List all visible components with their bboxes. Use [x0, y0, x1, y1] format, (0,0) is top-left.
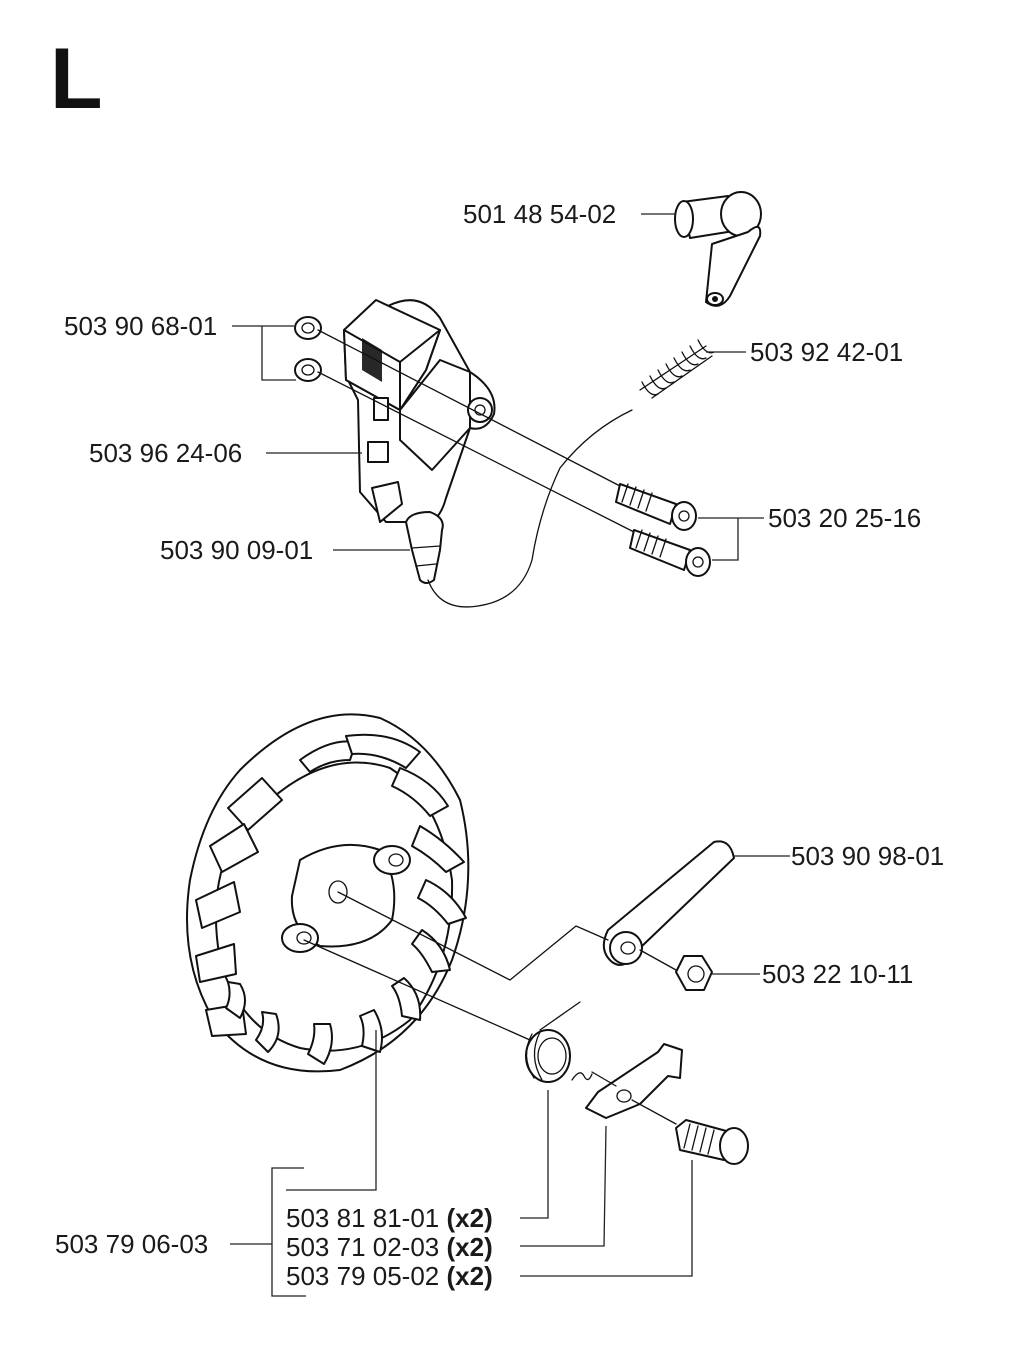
- label-module-screw: 503 20 25-16: [768, 503, 921, 533]
- label-stop-switch: 501 48 54-02: [463, 199, 616, 229]
- label-spark-plug-boot: 503 90 09-01: [160, 535, 313, 565]
- washer-drawing: [294, 316, 322, 382]
- qty-pawl: (x2): [446, 1232, 492, 1262]
- leader-lines-upper: [232, 213, 764, 561]
- pawl-spring-drawing: [525, 1001, 593, 1083]
- flywheel-drawing: [186, 713, 470, 1073]
- ignition-lead-wire: [427, 409, 633, 608]
- section-letter: L: [50, 31, 103, 127]
- label-pawl: 503 71 02-03 (x2): [286, 1232, 493, 1262]
- stop-switch-drawing: [674, 191, 762, 307]
- qty-pawl-spring: (x2): [446, 1203, 492, 1233]
- label-flywheel-clip: 503 90 98-01: [791, 841, 944, 871]
- label-flywheel: 503 79 06-03: [55, 1229, 208, 1259]
- label-washer: 503 90 68-01: [64, 311, 217, 341]
- nut-drawing: [675, 955, 713, 991]
- label-nut: 503 22 10-11: [762, 959, 913, 989]
- label-pawl-spring: 503 81 81-01 (x2): [286, 1203, 493, 1233]
- pawl-drawing: [585, 1043, 683, 1119]
- pawl-bolt-drawing: [675, 1119, 749, 1165]
- qty-pawl-bolt: (x2): [446, 1261, 492, 1291]
- flywheel-clip-drawing: [602, 840, 735, 966]
- label-pawl-bolt: 503 79 05-02 (x2): [286, 1261, 493, 1291]
- ignition-module-drawing: [343, 299, 496, 584]
- leader-lines-lower: [230, 855, 790, 1297]
- label-spring: 503 92 42-01: [750, 337, 903, 367]
- spring-drawing: [639, 339, 715, 399]
- module-screw-drawing: [615, 483, 711, 577]
- label-ignition-module: 503 96 24-06: [89, 438, 242, 468]
